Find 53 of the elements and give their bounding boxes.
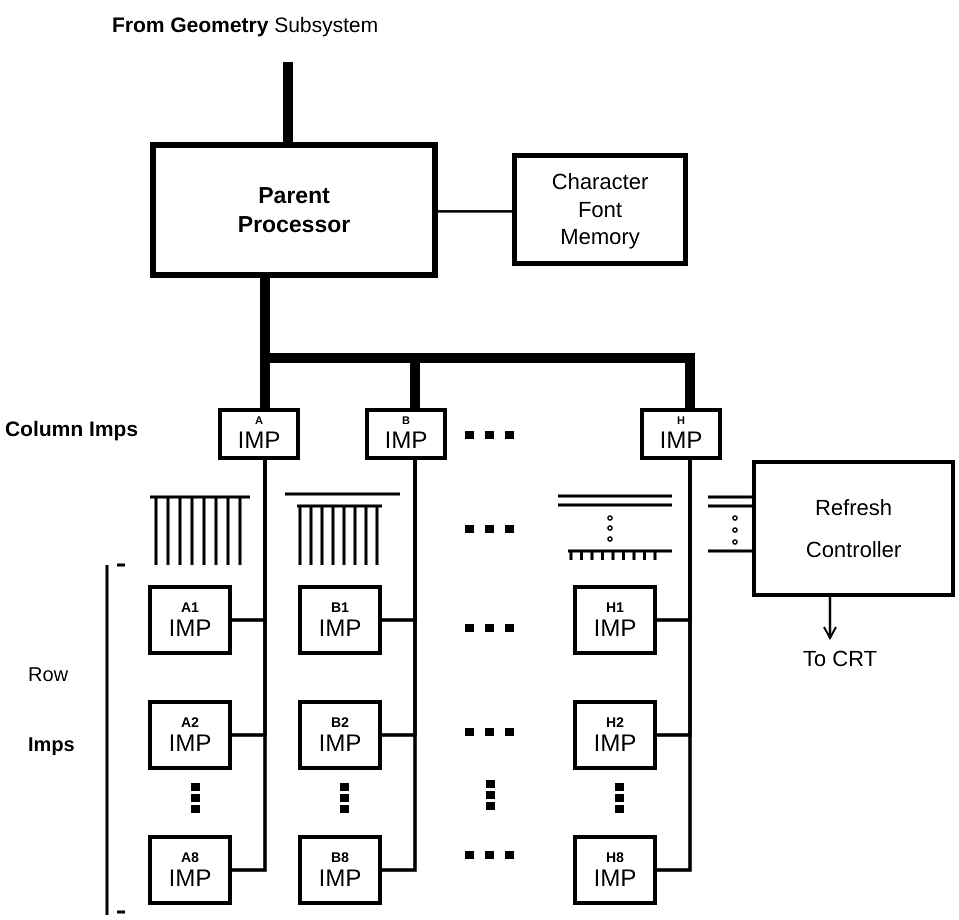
- processor-box: [218, 408, 300, 460]
- memory-box: [512, 153, 688, 266]
- unit-label: H8: [606, 850, 624, 864]
- connector-line: [283, 62, 293, 142]
- processor-box: [365, 408, 447, 460]
- unit-label: IMP: [318, 616, 362, 640]
- unit-label: IMP: [318, 866, 362, 890]
- unit-label: A8: [181, 850, 199, 864]
- unit-label: B2: [331, 714, 349, 728]
- processor-box: [148, 585, 232, 655]
- unit-label: B8: [331, 850, 349, 864]
- processor-box: [573, 835, 657, 905]
- unit-label: A: [255, 416, 263, 426]
- process-box: [150, 142, 438, 278]
- heading-text: From Geometry Subsystem: [112, 13, 378, 40]
- unit-label: IMP: [168, 866, 212, 890]
- unit-label: A1: [181, 600, 199, 614]
- output-label: To CRT: [802, 644, 878, 672]
- processor-box: [298, 835, 382, 905]
- unit-label: B1: [331, 600, 349, 614]
- connector-line: [438, 210, 512, 213]
- unit-label: IMP: [384, 428, 428, 452]
- box-label: Character Font Memory: [550, 168, 650, 251]
- unit-label: B: [402, 416, 410, 426]
- processor-box: [573, 585, 657, 655]
- processor-box: [148, 700, 232, 770]
- processor-box: [298, 700, 382, 770]
- connector-line: [382, 460, 417, 872]
- unit-label: IMP: [660, 428, 702, 452]
- connector-line: [657, 460, 692, 872]
- unit-label: H2: [606, 714, 624, 728]
- unit-label: IMP: [594, 616, 636, 640]
- box-label: Parent Processor: [236, 181, 352, 239]
- unit-label: IMP: [594, 866, 636, 890]
- processor-box: [298, 585, 382, 655]
- unit-label: H1: [606, 600, 624, 614]
- processor-box: [640, 408, 722, 460]
- processor-box: [148, 835, 232, 905]
- side-label: Column Imps: [5, 417, 138, 444]
- side-label: Row: [28, 663, 68, 688]
- side-label: Imps: [28, 733, 75, 758]
- unit-label: A2: [181, 714, 199, 728]
- unit-label: IMP: [594, 732, 636, 756]
- unit-label: IMP: [168, 732, 212, 756]
- connector-line: [232, 460, 267, 872]
- unit-label: IMP: [238, 428, 280, 452]
- unit-label: IMP: [168, 616, 212, 640]
- controller-box: [752, 460, 955, 597]
- processor-box: [573, 700, 657, 770]
- arrow: [823, 597, 837, 639]
- unit-label: IMP: [318, 732, 362, 756]
- unit-label: H: [677, 416, 685, 426]
- box-label: Refresh Controller: [804, 494, 902, 564]
